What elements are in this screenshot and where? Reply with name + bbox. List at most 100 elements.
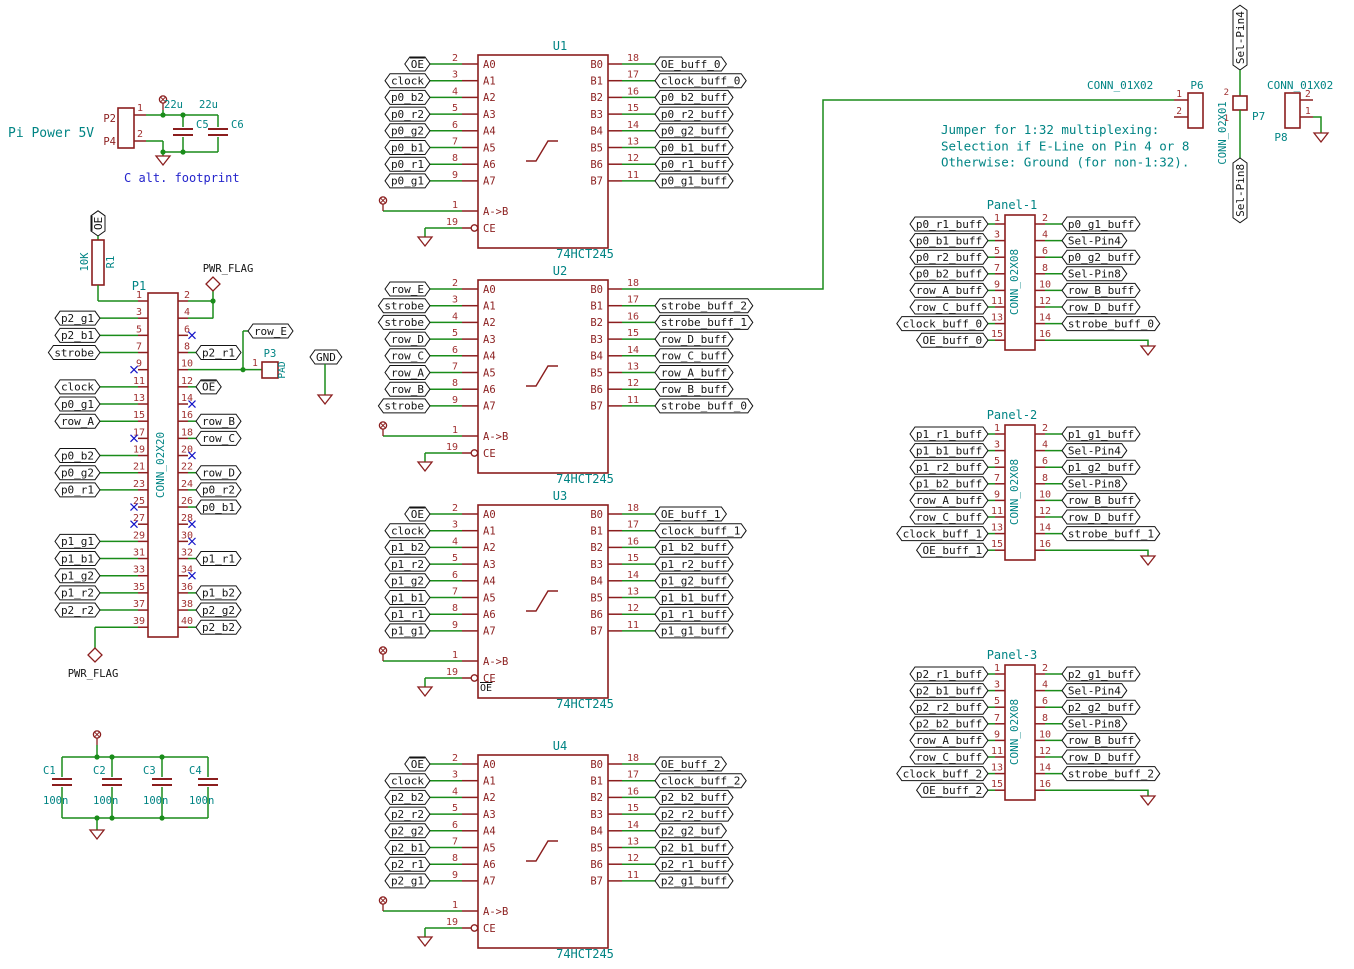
- net-label-OE_buff_2[interactable]: OE_buff_2: [915, 782, 989, 798]
- resistor-r1[interactable]: [91, 239, 105, 286]
- net-label-row_B[interactable]: row_B: [195, 413, 242, 429]
- net-label-strobe_buff_2[interactable]: strobe_buff_2: [1061, 766, 1161, 782]
- net-label-Sel-Pin8[interactable]: Sel-Pin8: [1061, 476, 1128, 492]
- gnd-symbol[interactable]: [1139, 345, 1157, 357]
- net-label-p2_g2[interactable]: p2_g2: [384, 823, 431, 839]
- net-label-p0_b1_buff[interactable]: p0_b1_buff: [654, 140, 734, 155]
- net-label-p1_b2_buff[interactable]: p1_b2_buff: [909, 476, 989, 492]
- net-label-p2_g2_buff[interactable]: p2_g2_buff: [1061, 699, 1141, 715]
- net-label-row_C[interactable]: row_C: [384, 348, 431, 364]
- panel-connector-Panel-3[interactable]: [1004, 664, 1036, 801]
- net-label-row_D_buff[interactable]: row_D_buff: [654, 331, 734, 347]
- gnd-symbol[interactable]: [416, 461, 434, 473]
- net-label-p0_b2_buff[interactable]: p0_b2_buff: [654, 89, 734, 105]
- net-label-strobe[interactable]: strobe: [377, 298, 431, 314]
- net-label-p1_g1[interactable]: p1_g1: [384, 623, 431, 639]
- net-label-OE_buff_0[interactable]: OE_buff_0: [915, 332, 989, 348]
- net-label-p2_b2_buff[interactable]: p2_b2_buff: [654, 789, 734, 805]
- net-label-strobe[interactable]: strobe: [377, 314, 431, 330]
- net-label-p0_b2[interactable]: p0_b2: [54, 448, 101, 464]
- net-label-p1_g2[interactable]: p1_g2: [54, 568, 101, 584]
- net-label-p1_r1[interactable]: p1_r1: [384, 606, 431, 622]
- net-label-p1_r1_buff[interactable]: p1_r1_buff: [909, 426, 989, 442]
- net-label-p1_g1[interactable]: p1_g1: [54, 533, 101, 549]
- net-label-p2_g1_buff[interactable]: p2_g1_buff: [1061, 666, 1141, 682]
- net-label-p1_g2_buff[interactable]: p1_g2_buff: [1061, 459, 1141, 475]
- net-label-p2_b1_buff[interactable]: p2_b1_buff: [909, 683, 989, 699]
- net-label-p2_r2_buff[interactable]: p2_r2_buff: [909, 699, 989, 715]
- net-label-p0_g1_buff[interactable]: p0_g1_buff: [1061, 216, 1141, 232]
- net-label-strobe_buff_1[interactable]: strobe_buff_1: [654, 314, 754, 330]
- net-label-row_A_buff[interactable]: row_A_buff: [909, 492, 989, 508]
- net-label-p2_g2_buf[interactable]: p2_g2_buf: [654, 823, 728, 839]
- net-label-p1_r2_buff[interactable]: p1_r2_buff: [654, 556, 734, 572]
- net-label-row_C_buff[interactable]: row_C_buff: [654, 348, 734, 364]
- p1-connector[interactable]: [147, 292, 179, 638]
- net-label-OE_buff_1[interactable]: OE_buff_1: [915, 542, 989, 558]
- p2-connector[interactable]: [117, 107, 135, 149]
- ic-U2-body[interactable]: [477, 279, 609, 474]
- net-label-p2_g1[interactable]: p2_g1: [384, 873, 431, 889]
- net-label-p0_g2_buff[interactable]: p0_g2_buff: [1061, 249, 1141, 265]
- gnd-symbol[interactable]: [1139, 555, 1157, 567]
- net-label-p2_r2[interactable]: p2_r2: [384, 806, 431, 822]
- ic-U3-body[interactable]: [477, 504, 609, 699]
- net-label-clock_buff_0[interactable]: clock_buff_0: [654, 73, 747, 89]
- net-label-row_B_buff[interactable]: row_B_buff: [1061, 492, 1141, 508]
- net-label-p1_b1_buff[interactable]: p1_b1_buff: [909, 443, 989, 459]
- net-label-p1_g1_buff[interactable]: p1_g1_buff: [654, 623, 734, 639]
- net-label-p0_b1[interactable]: p0_b1: [195, 499, 242, 515]
- net-label-p1_b1[interactable]: p1_b1: [54, 551, 101, 567]
- net-label-p2_g2[interactable]: p2_g2: [195, 602, 242, 618]
- net-label-Sel-Pin4[interactable]: Sel-Pin4: [1061, 443, 1128, 459]
- net-label-p1_b2[interactable]: p1_b2: [384, 539, 431, 555]
- gnd-symbol[interactable]: [1139, 795, 1157, 807]
- ic-U1-body[interactable]: [477, 54, 609, 249]
- net-label-Sel-Pin8[interactable]: Sel-Pin8: [1232, 157, 1248, 224]
- vcc-symbol[interactable]: [378, 421, 388, 436]
- net-label-row_D_buff[interactable]: row_D_buff: [1061, 749, 1141, 765]
- net-label-clock_buff_1[interactable]: clock_buff_1: [654, 523, 747, 539]
- net-label-row_D[interactable]: row_D: [195, 465, 242, 481]
- net-label-strobe_buff_1[interactable]: strobe_buff_1: [1061, 526, 1161, 542]
- net-label-row_A_buff[interactable]: row_A_buff: [909, 282, 989, 298]
- net-label-p0_g1[interactable]: p0_g1: [384, 173, 431, 189]
- net-label-p1_r2[interactable]: p1_r2: [54, 585, 101, 601]
- net-label-row_D[interactable]: row_D: [384, 331, 431, 347]
- gnd-symbol[interactable]: [416, 936, 434, 948]
- net-label-p0_g2_buff[interactable]: p0_g2_buff: [654, 123, 734, 139]
- net-label-row_E[interactable]: row_E: [247, 323, 294, 339]
- net-label-p2_b1[interactable]: p2_b1: [384, 840, 431, 855]
- net-label-p1_r1[interactable]: p1_r1: [195, 551, 242, 567]
- net-label-p0_g2[interactable]: p0_g2: [384, 123, 431, 139]
- net-label-OE_buff_2[interactable]: OE_buff_2: [654, 756, 728, 772]
- p3-pad[interactable]: [261, 361, 279, 379]
- net-label-p2_r1_buff[interactable]: p2_r1_buff: [654, 856, 734, 872]
- net-label-row_C[interactable]: row_C: [195, 430, 242, 446]
- net-label-p0_r2_buff[interactable]: p0_r2_buff: [654, 106, 734, 122]
- net-label-clock_buff_1[interactable]: clock_buff_1: [896, 526, 989, 542]
- net-label-p0_g2[interactable]: p0_g2: [54, 465, 101, 481]
- net-label-strobe_buff_0[interactable]: strobe_buff_0: [654, 398, 754, 414]
- net-label-OE[interactable]: OE: [404, 756, 431, 772]
- gnd-symbol[interactable]: [316, 394, 334, 406]
- vcc-symbol[interactable]: [378, 896, 388, 911]
- net-label-OE[interactable]: OE: [404, 506, 431, 522]
- gnd-symbol[interactable]: [416, 686, 434, 698]
- net-label-p1_g1_buff[interactable]: p1_g1_buff: [1061, 426, 1141, 442]
- net-label-p1_r2[interactable]: p1_r2: [384, 556, 431, 572]
- net-label-p1_b2[interactable]: p1_b2: [195, 585, 242, 601]
- net-label-p1_r1_buff[interactable]: p1_r1_buff: [654, 606, 734, 622]
- net-label-p0_r1_buff[interactable]: p0_r1_buff: [909, 216, 989, 232]
- net-label-p0_r2[interactable]: p0_r2: [384, 106, 431, 122]
- net-label-row_C_buff[interactable]: row_C_buff: [909, 509, 989, 525]
- net-label-p0_g1[interactable]: p0_g1: [54, 396, 101, 412]
- net-label-OE_buff_1[interactable]: OE_buff_1: [654, 506, 728, 522]
- net-label-row_A_buff[interactable]: row_A_buff: [654, 365, 734, 380]
- gnd-symbol[interactable]: [154, 155, 172, 167]
- net-label-clock[interactable]: clock: [384, 523, 431, 539]
- net-label-row_B_buff[interactable]: row_B_buff: [1061, 282, 1141, 298]
- net-label-Sel-Pin4[interactable]: Sel-Pin4: [1232, 4, 1248, 71]
- net-label-p0_r1[interactable]: p0_r1: [54, 482, 101, 498]
- net-label-strobe_buff_0[interactable]: strobe_buff_0: [1061, 316, 1161, 332]
